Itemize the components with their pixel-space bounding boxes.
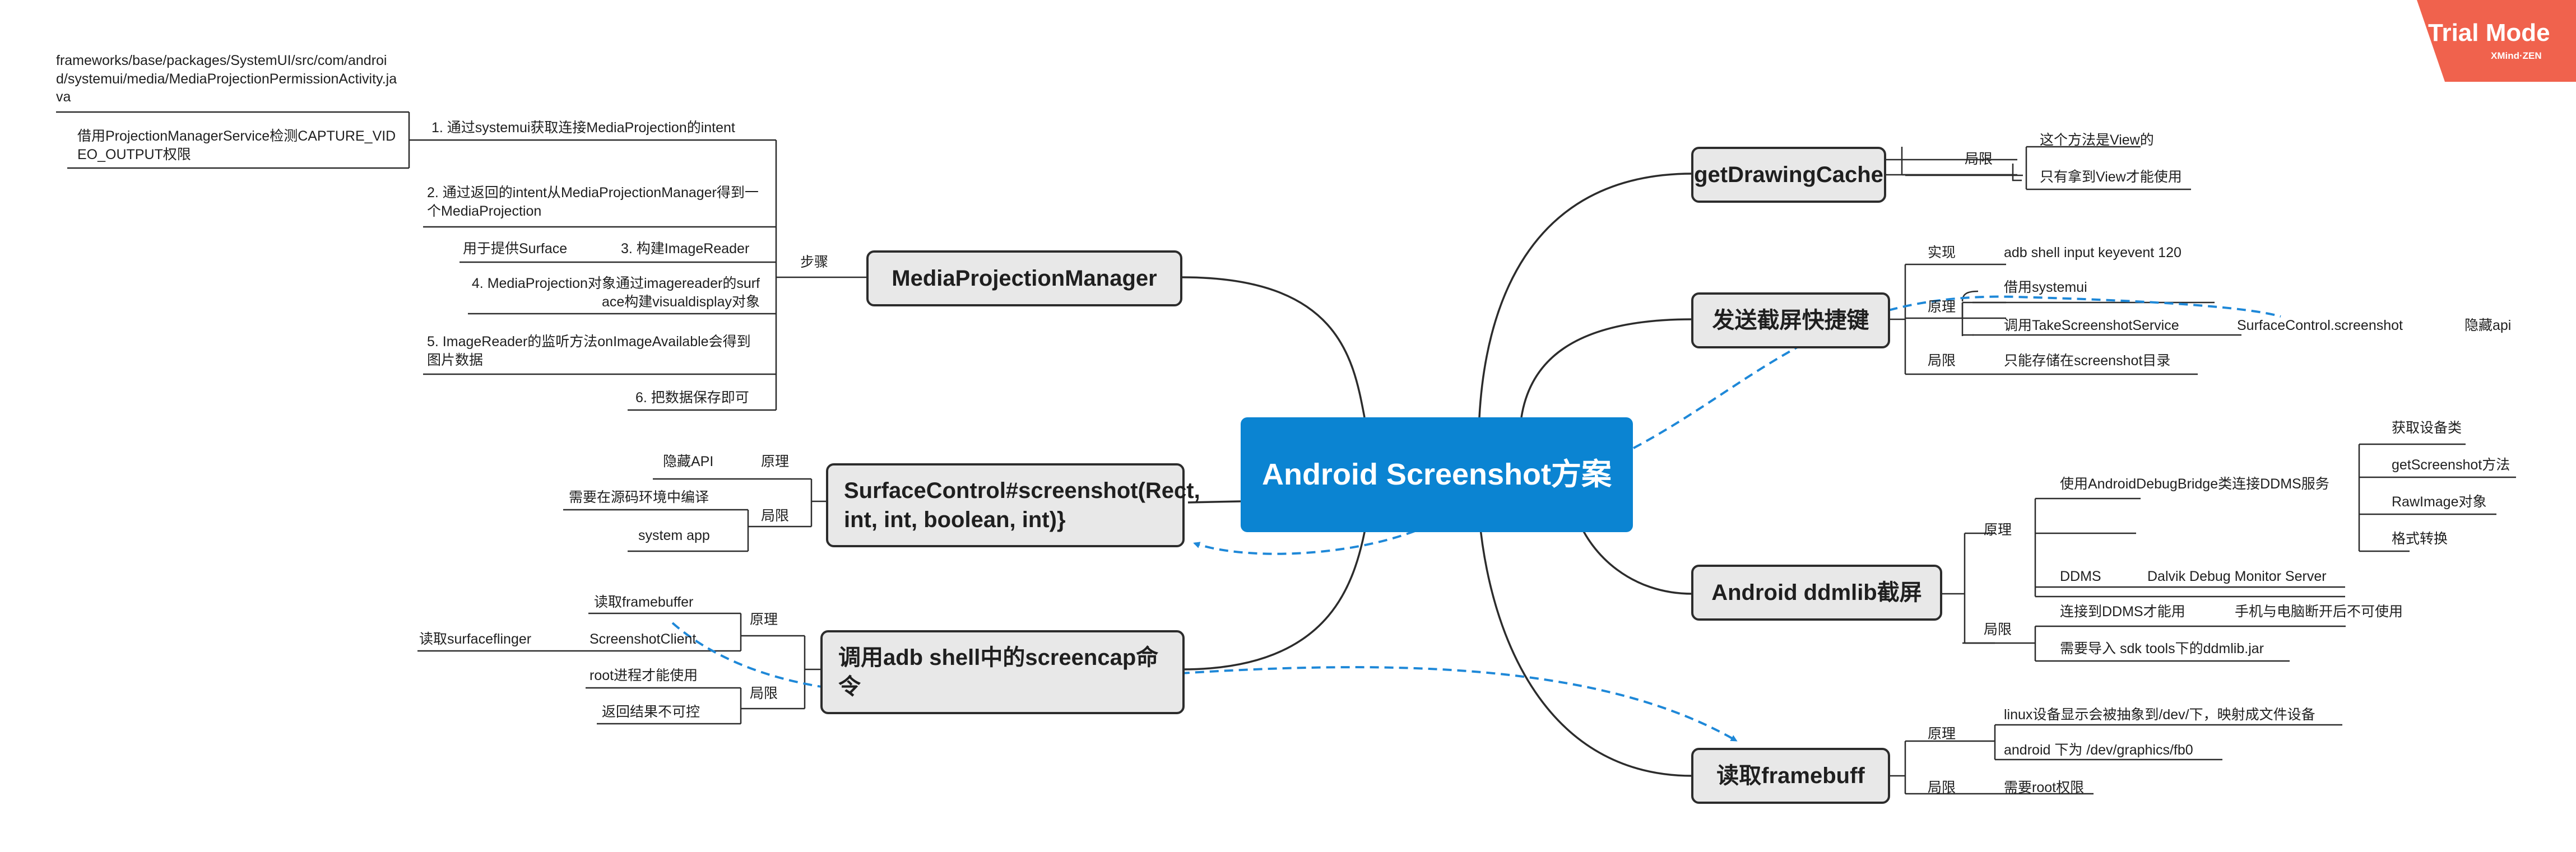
topic-mediaprojection[interactable]: MediaProjectionManager [866,250,1182,306]
topic-screenshot-shortcut[interactable]: 发送截屏快捷键 [1691,292,1890,348]
getdrawingcache-limit-item: 这个方法是View的 [2040,132,2154,148]
framebuffer-principle-item: linux设备显示会被抽象到/dev/下，映射成文件设备 [2004,707,2315,723]
surfacecontrol-limit-label: 局限 [761,508,790,524]
ddmlib-principle-step: 获取设备类 [2392,420,2462,436]
ddmlib-principle-step: RawImage对象 [2392,494,2487,510]
mediaprojection-step3: 3. 构建ImageReader [621,241,750,257]
ddmlib-limit-sub: 手机与电脑断开后不可使用 [2235,604,2403,620]
ddmlib-principle-step: 格式转换 [2392,531,2448,547]
screencap-principle-label: 原理 [750,612,778,627]
ddmlib-ddms-value: Dalvik Debug Monitor Server [2147,569,2327,584]
framebuffer-limit-label: 局限 [1928,780,1956,795]
topic-framebuffer[interactable]: 读取framebuff [1691,748,1890,804]
mediaprojection-step1-note: 借用ProjectionManagerService检测CAPTURE_VIDE… [77,128,396,162]
mediaprojection-step6: 6. 把数据保存即可 [635,390,749,406]
topic-surfacecontrol[interactable]: SurfaceControl#screenshot(Rect, int, int… [826,463,1200,547]
screencap-limit-item: 返回结果不可控 [602,704,700,720]
mediaprojection-step1: 1. 通过systemui获取连接MediaProjection的intent [431,120,735,136]
ddmlib-limit-item: 连接到DDMS才能用 [2060,604,2185,620]
screencap-principle-item: ScreenshotClient [590,631,697,647]
getdrawingcache-limit-item: 只有拿到View才能使用 [2040,169,2182,185]
topic-ddmlib[interactable]: Android ddmlib截屏 [1691,565,1942,621]
ddmlib-limit-label: 局限 [1984,622,2012,637]
topic-screencap[interactable]: 调用adb shell中的screencap命令 [820,630,1185,714]
mediaprojection-step4: 4. MediaProjection对象通过imagereader的surfac… [471,276,760,310]
ddmlib-limit-item: 需要导入 sdk tools下的ddmlib.jar [2060,641,2264,657]
topic-mediaprojection-label: MediaProjectionManager [892,266,1157,291]
getdrawingcache-limit-label: 局限 [1965,151,1993,167]
screencap-limit-item: root进程才能使用 [590,668,698,683]
mediaprojection-step3-note: 用于提供Surface [463,241,568,257]
shortcut-principle-item: 借用systemui [2004,280,2087,295]
framebuffer-principle-item: android 下为 /dev/graphics/fb0 [2004,742,2193,758]
topic-screenshot-shortcut-label: 发送截屏快捷键 [1712,308,1869,333]
surfacecontrol-principle-label: 原理 [761,454,790,469]
shortcut-principle-sub: SurfaceControl.screenshot [2237,318,2403,333]
topic-surfacecontrol-label: SurfaceControl#screenshot(Rect, int, int… [844,478,1200,532]
screencap-limit-label: 局限 [750,686,778,701]
mediaprojection-step2: 2. 通过返回的intent从MediaProjectionManager得到一… [427,185,759,219]
screencap-principle-sub: 读取surfaceflinger [419,631,532,647]
trial-mode-subtitle: XMind·ZEN [2491,50,2542,61]
topic-getdrawingcache-label: getDrawingCache [1694,162,1883,187]
shortcut-principle-sub-note: 隐藏api [2464,318,2512,333]
badge-shape [2417,0,2576,82]
shortcut-impl-value: adb shell input keyevent 120 [2004,245,2182,260]
shortcut-principle-label: 原理 [1928,299,1956,315]
shortcut-impl-label: 实现 [1928,245,1956,260]
root-topic-label: Android Screenshot方案 [1261,457,1612,491]
mediaprojection-step5: 5. ImageReader的监听方法onImageAvailable会得到图片… [427,334,751,368]
mediaprojection-steps-label: 步骤 [800,254,829,270]
ddmlib-principle-main: 使用AndroidDebugBridge类连接DDMS服务 [2060,476,2329,492]
surfacecontrol-limit-item: 需要在源码环境中编译 [569,490,709,505]
root-topic[interactable]: Android Screenshot方案 [1241,417,1633,532]
mediaprojection-step1-path: frameworks/base/packages/SystemUI/src/co… [56,53,397,105]
ddmlib-ddms-label: DDMS [2060,569,2101,584]
topic-ddmlib-label: Android ddmlib截屏 [1711,580,1922,605]
shortcut-principle-item: 调用TakeScreenshotService [2004,318,2179,333]
framebuffer-principle-label: 原理 [1928,726,1956,742]
ddmlib-principle-label: 原理 [1984,522,2012,538]
ddmlib-principle-step: getScreenshot方法 [2392,457,2510,473]
surfacecontrol-limit-item: system app [638,528,710,543]
framebuffer-limit-value: 需要root权限 [2004,780,2085,795]
trial-mode-badge[interactable]: Trial Mode XMind·ZEN [2383,0,2576,82]
topic-getdrawingcache[interactable]: getDrawingCache [1691,147,1886,203]
surfacecontrol-principle-value: 隐藏API [663,454,714,469]
topic-framebuffer-label: 读取framebuff [1716,763,1865,788]
screencap-principle-item: 读取framebuffer [594,594,694,610]
trial-mode-title: Trial Mode [2428,19,2550,46]
topic-screencap-label: 调用adb shell中的screencap命令 [838,645,1159,699]
shortcut-limit-label: 局限 [1928,353,1956,369]
shortcut-limit-value: 只能存储在screenshot目录 [2004,353,2171,369]
